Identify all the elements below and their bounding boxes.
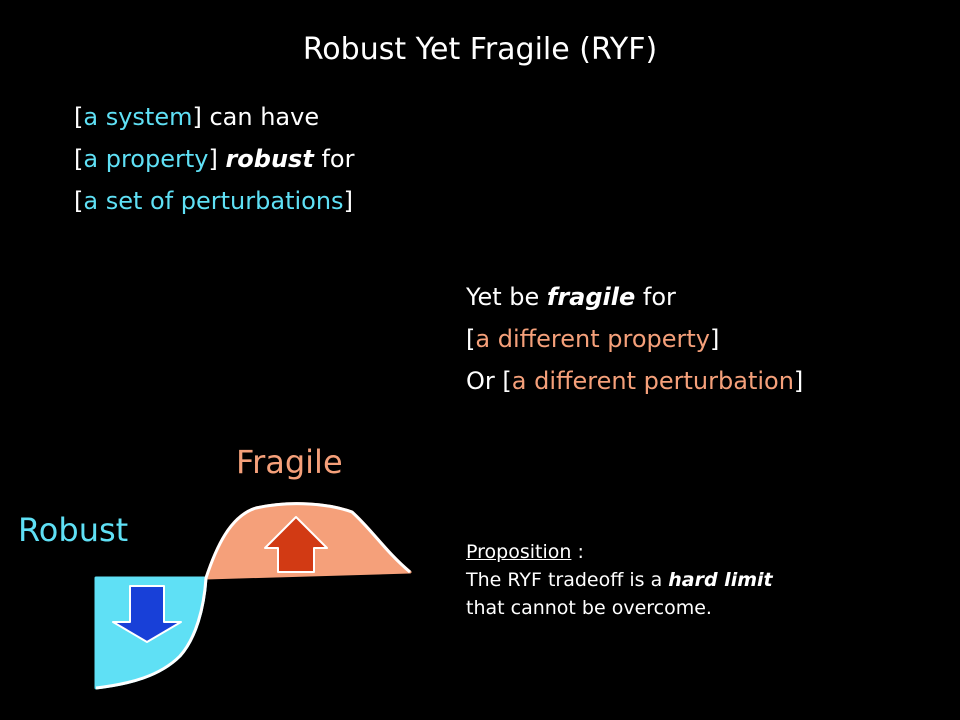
bracket-close: ] [793, 367, 804, 395]
fragile-label: Fragile [236, 443, 343, 481]
counter-line-perturbation: Or [a different perturbation] [466, 360, 803, 402]
statement-line-perturbations: [a set of perturbations] [74, 180, 354, 222]
bracket-open: [ [466, 325, 476, 353]
term-system: a system [83, 103, 193, 131]
counter-line-fragile: Yet be fragile for [466, 276, 803, 318]
term-property: a property [83, 145, 209, 173]
proposition-colon: : [571, 541, 584, 563]
proposition-line-overcome: that cannot be overcome. [466, 597, 712, 619]
proposition-block: Proposition : The RYF tradeoff is a hard… [466, 538, 773, 622]
text-for: for [313, 145, 355, 173]
bracket-open: [ [74, 187, 84, 215]
fragile-statement: Yet be fragile for [a different property… [466, 276, 803, 402]
statement-line-property: [a property] robust for [74, 138, 354, 180]
text-can-have: ] can have [192, 103, 320, 131]
counter-line-property: [a different property] [466, 318, 803, 360]
bracket-open: [ [74, 145, 84, 173]
text-yet-be: Yet be [466, 283, 547, 311]
tradeoff-curve [95, 502, 411, 690]
slide-title: Robust Yet Fragile (RYF) [302, 32, 658, 67]
bracket-close: ] [208, 145, 226, 173]
term-perturbations: a set of perturbations [83, 187, 344, 215]
up-arrow-icon [264, 516, 328, 573]
bracket-close: ] [710, 325, 720, 353]
bracket-close: ] [343, 187, 353, 215]
bracket-open: [ [74, 103, 84, 131]
text-for: for [635, 283, 676, 311]
text-tradeoff: The RYF tradeoff is a [466, 569, 669, 591]
text-or: Or [ [466, 367, 512, 395]
statement-line-system: [a system] can have [74, 96, 354, 138]
term-different-perturbation: a different perturbation [511, 367, 794, 395]
emph-robust: robust [225, 145, 314, 173]
term-different-property: a different property [475, 325, 711, 353]
ryf-curve-diagram [94, 502, 412, 690]
proposition-heading: Proposition [466, 541, 572, 563]
emph-hard-limit: hard limit [668, 569, 773, 591]
proposition-line-tradeoff: The RYF tradeoff is a hard limit [466, 566, 773, 594]
proposition-heading-line: Proposition : [466, 538, 773, 566]
emph-fragile: fragile [546, 283, 636, 311]
robust-label: Robust [18, 511, 129, 549]
down-arrow-icon [112, 585, 182, 643]
robust-statement: [a system] can have [a property] robust … [74, 96, 354, 222]
